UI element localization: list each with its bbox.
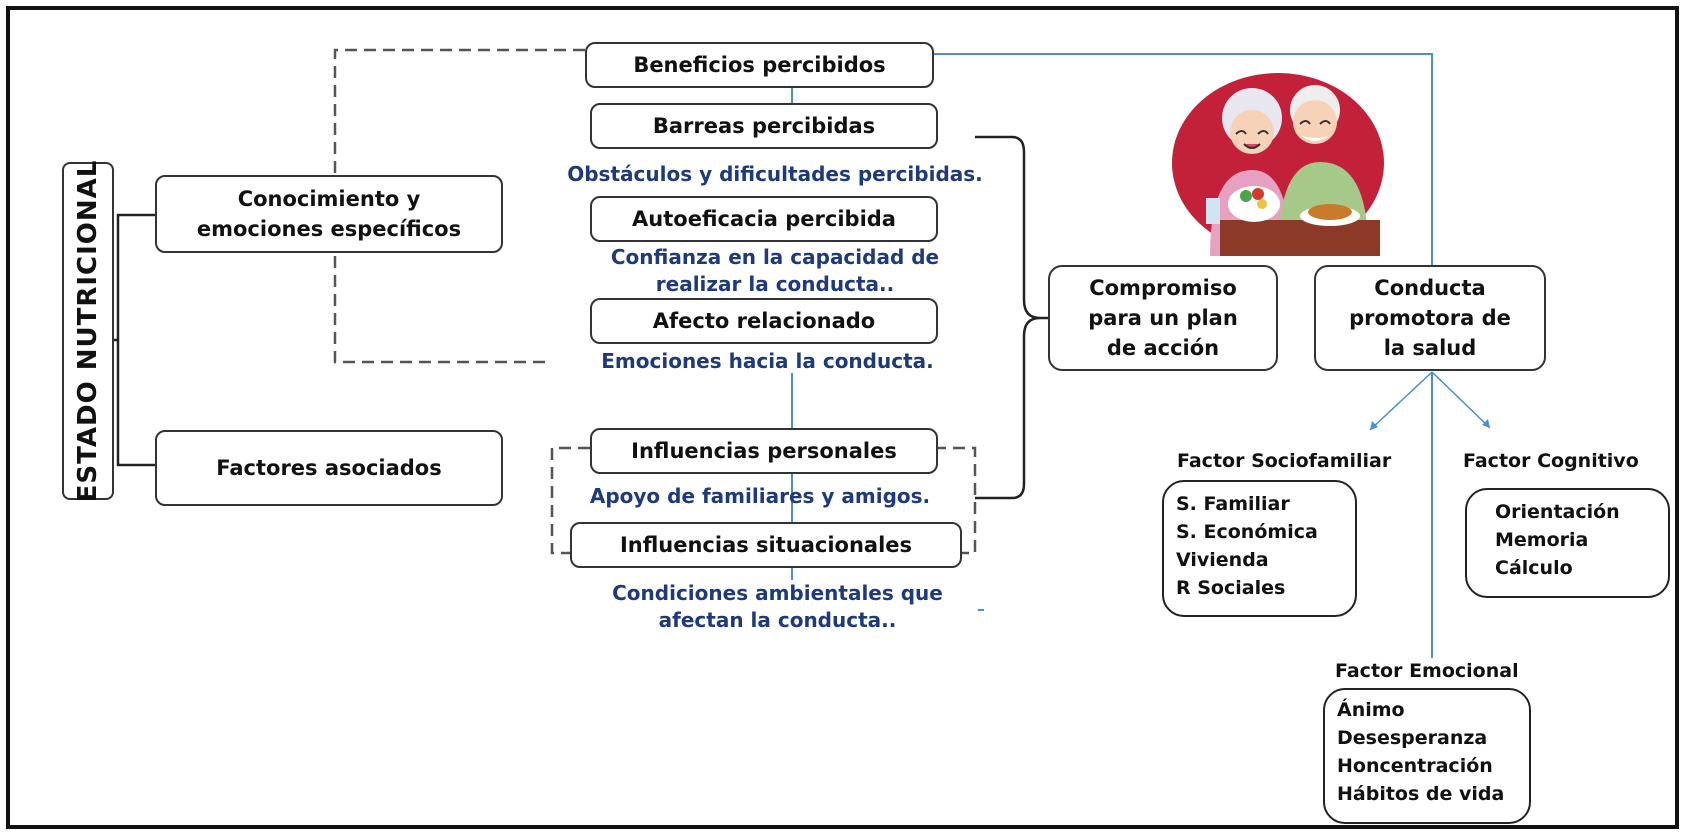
outer-border	[6, 6, 1679, 829]
arrow-cognitivo	[1431, 371, 1491, 429]
arrow-sociofamiliar	[1369, 371, 1433, 431]
right-bracket	[975, 135, 1048, 500]
node-conocimiento-line1: Conocimiento y	[237, 187, 421, 211]
list-item: S. Económica	[1176, 521, 1318, 543]
barreras-desc: Obstáculos y dificultades percibidas.	[567, 162, 983, 186]
conducta-line2: promotora de	[1349, 306, 1511, 330]
afecto-desc: Emociones hacia la conducta.	[601, 349, 934, 373]
node-influencias-situacionales: Influencias situacionales	[570, 522, 962, 568]
list-item: R Sociales	[1176, 577, 1286, 599]
list-item: Honcentración	[1337, 755, 1493, 777]
factor-cognitivo-title: Factor Cognitivo	[1463, 450, 1639, 472]
factor-cognitivo-list: Orientación Memoria Cálculo	[1465, 488, 1670, 598]
node-conocimiento-line2: emociones específicos	[196, 217, 462, 241]
factor-sociofamiliar-list: S. Familiar S. Económica Vivienda R Soci…	[1162, 480, 1357, 617]
node-barreras: Barreas percibidas	[590, 103, 938, 149]
dashed-frame-influences	[550, 446, 977, 555]
list-item: Desesperanza	[1337, 727, 1488, 749]
situacionales-desc-line2: afectan la conducta..	[658, 608, 897, 632]
factor-sociofamiliar-title: Factor Sociofamiliar	[1177, 450, 1392, 472]
list-item: Memoria	[1495, 529, 1589, 551]
factor-emocional-list: Ánimo Desesperanza Honcentración Hábitos…	[1323, 688, 1531, 824]
node-autoeficacia: Autoeficacia percibida	[590, 196, 938, 242]
top-blue-line	[934, 53, 1433, 268]
conducta-line1: Conducta	[1374, 276, 1486, 300]
autoeficacia-desc-line1: Confianza en la capacidad de	[610, 245, 940, 269]
autoeficacia-desc-line2: realizar la conducta..	[655, 272, 895, 296]
list-item: Ánimo	[1337, 699, 1405, 721]
factor-emocional-title: Factor Emocional	[1335, 660, 1519, 682]
list-item: Cálculo	[1495, 557, 1573, 579]
autoeficacia-desc: Confianza en la capacidad de realizar la…	[590, 244, 960, 298]
node-afecto: Afecto relacionado	[590, 298, 938, 344]
list-item: Vivienda	[1176, 549, 1269, 571]
node-beneficios: Beneficios percibidos	[585, 42, 934, 88]
node-conducta-promotora: Conducta promotora de la salud	[1314, 265, 1546, 371]
left-bracket-arms	[130, 213, 155, 467]
list-item: Hábitos de vida	[1337, 783, 1505, 805]
node-influencias-personales: Influencias personales	[590, 428, 938, 474]
conducta-line3: la salud	[1383, 336, 1477, 360]
node-conocimiento: Conocimiento y emociones específicos	[155, 175, 503, 253]
vertical-title: ESTADO NUTRICIONAL	[73, 159, 103, 503]
compromiso-line2: para un plan	[1088, 306, 1238, 330]
situacionales-desc: Condiciones ambientales que afectan la c…	[595, 580, 960, 634]
list-item: Orientación	[1495, 501, 1620, 523]
list-item: S. Familiar	[1176, 493, 1290, 515]
left-bracket	[110, 213, 130, 467]
elderly-couple-eating-icon	[1172, 73, 1384, 256]
node-factores-asociados: Factores asociados	[155, 430, 503, 506]
compromiso-line1: Compromiso	[1089, 276, 1237, 300]
compromiso-line3: de acción	[1106, 336, 1220, 360]
vertical-title-box: ESTADO NUTRICIONAL	[62, 159, 114, 503]
personales-desc: Apoyo de familiares y amigos.	[589, 484, 931, 508]
situacionales-desc-line1: Condiciones ambientales que	[612, 581, 943, 605]
node-compromiso: Compromiso para un plan de acción	[1048, 265, 1278, 371]
